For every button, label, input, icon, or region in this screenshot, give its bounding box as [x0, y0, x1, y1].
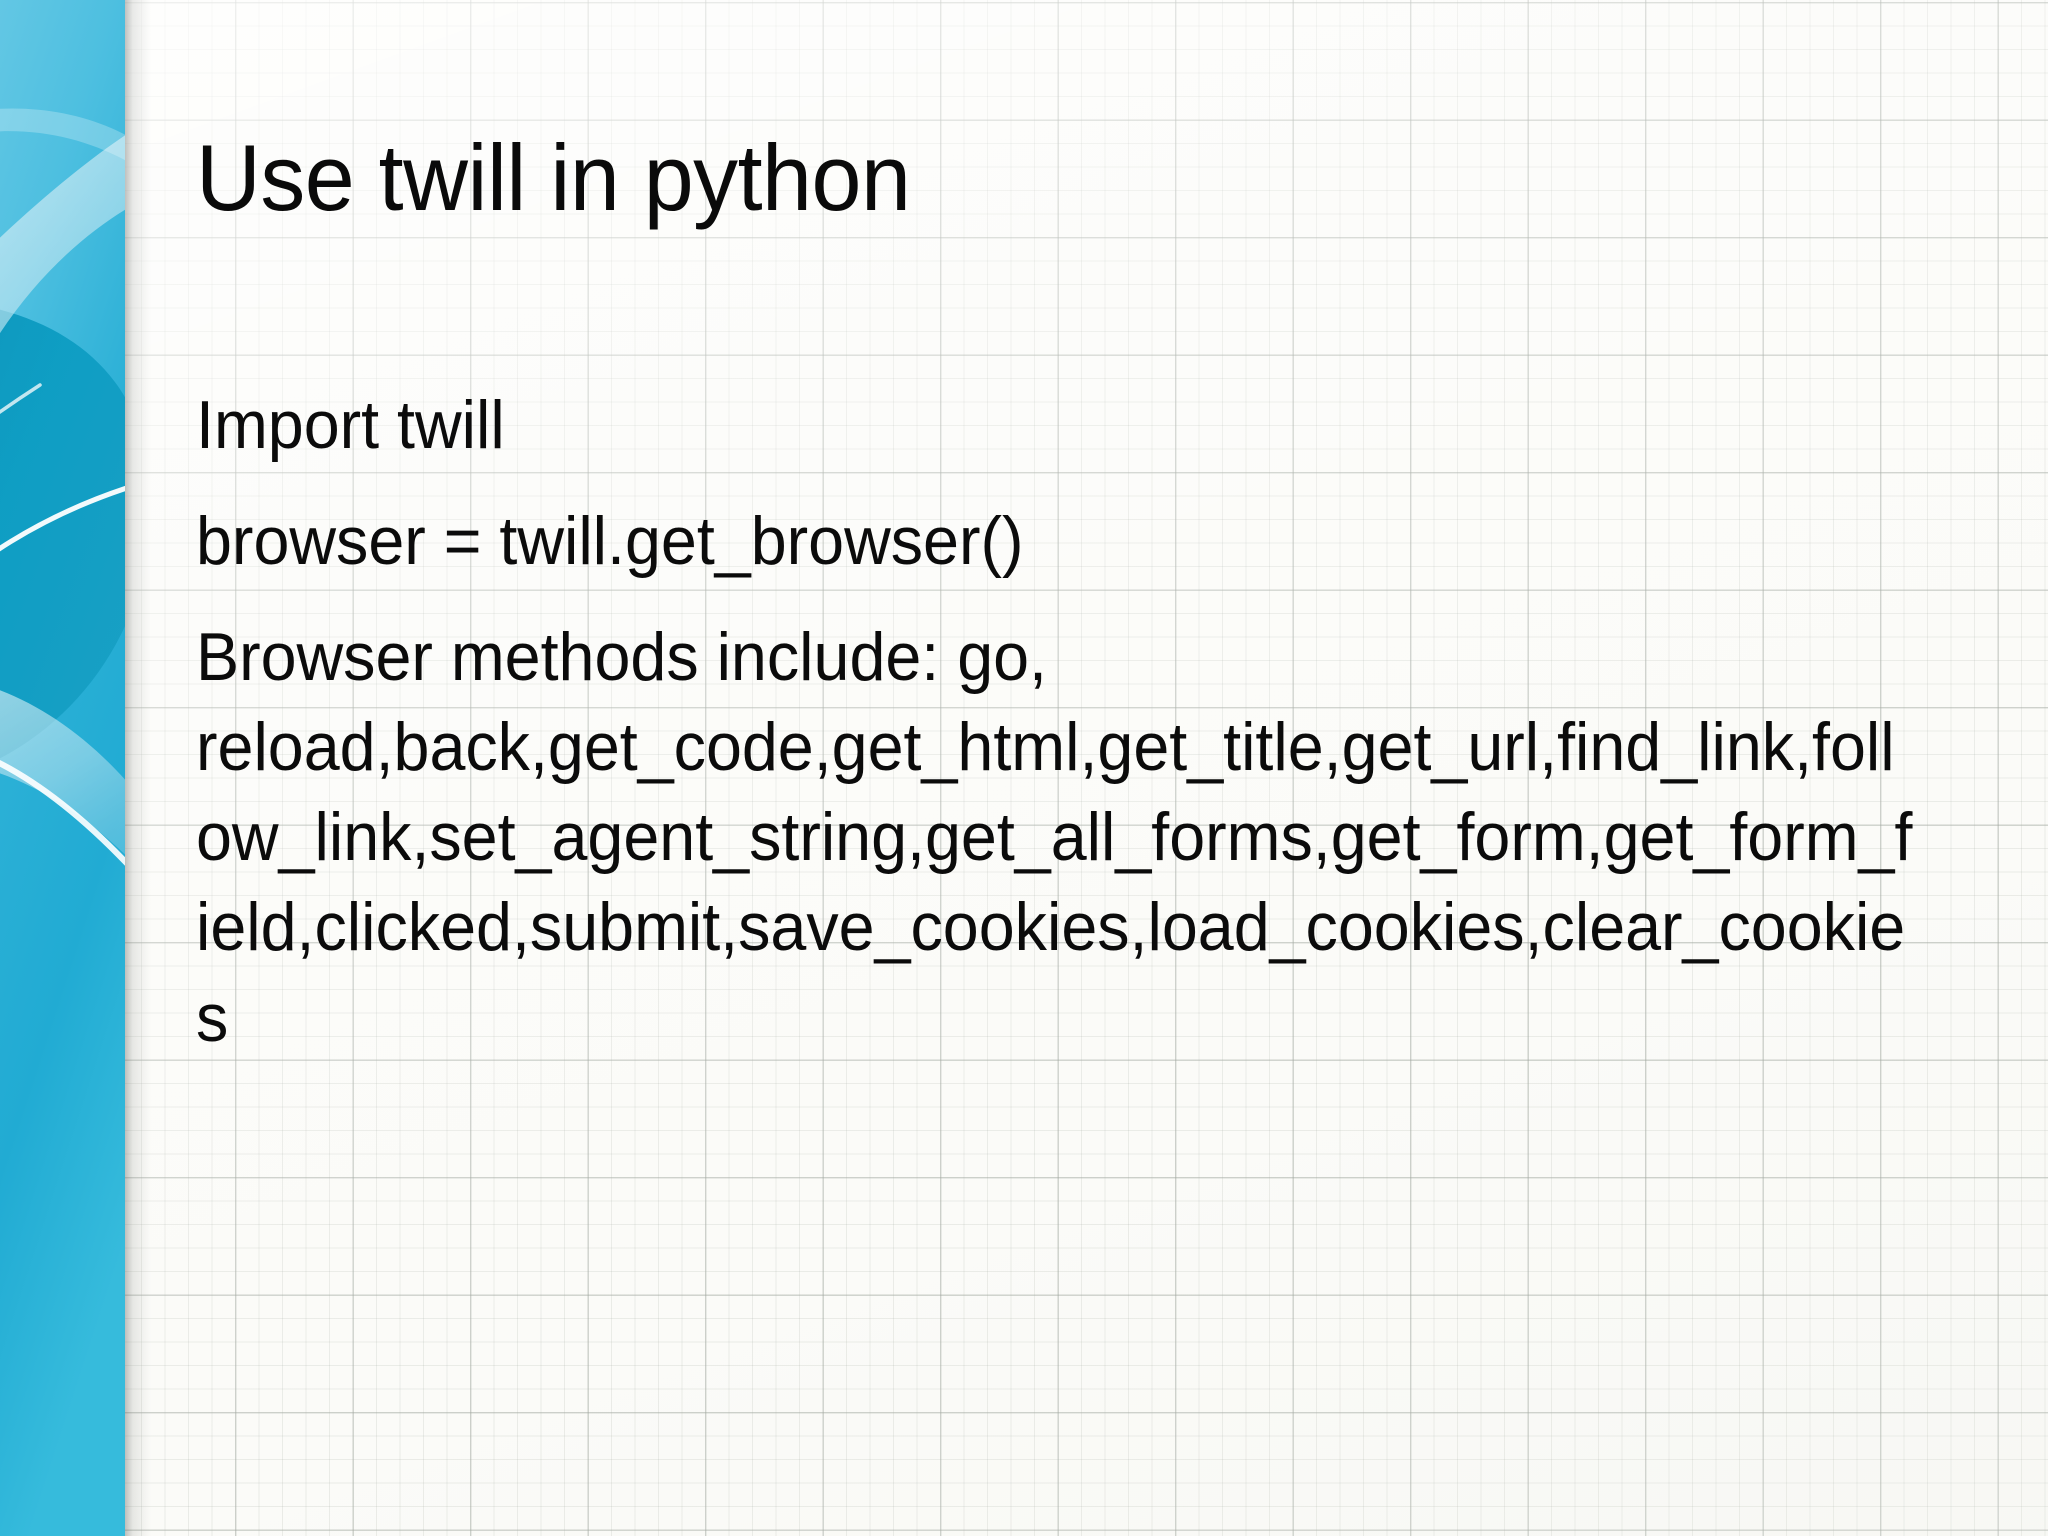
body-paragraph-3: Browser methods include: go, reload,back…	[196, 619, 1913, 1056]
flow-theme-side-band	[0, 0, 125, 1536]
body-paragraph-1: Import twill	[196, 387, 505, 463]
slide-body: Import twill browser = twill.get_browser…	[196, 380, 1916, 1063]
body-paragraph-2: browser = twill.get_browser()	[196, 503, 1024, 580]
slide-title: Use twill in python	[196, 125, 911, 230]
